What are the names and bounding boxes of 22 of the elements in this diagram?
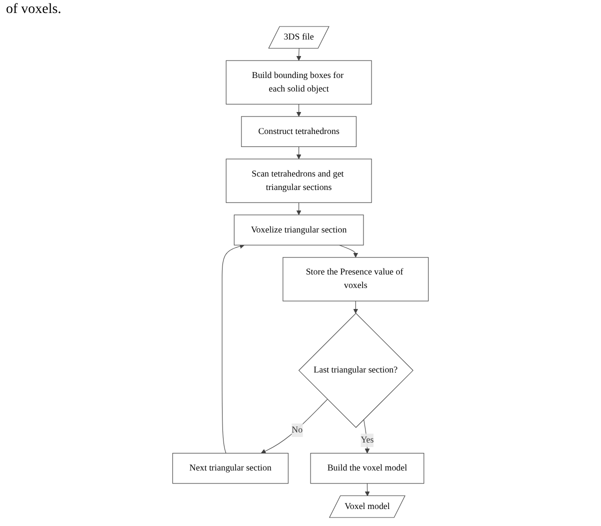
arrow [364,483,370,496]
process-box: Scan tetrahedrons and get triangular sections [226,158,372,203]
edge-label: Yes [360,434,374,448]
process-box: Voxelize triangular section [234,214,364,246]
arrow [296,202,302,216]
arrow [296,48,302,61]
arrow [353,300,358,314]
process-box: Build the voxel model [310,452,424,484]
arrow [296,146,302,160]
arrow [260,399,328,454]
io-parallelogram: 3DS file [268,26,330,49]
note-text: of voxels. [6,2,62,18]
edge-label: No [292,424,303,437]
process-box: Construct tetrahedrons [241,116,356,147]
decision-diamond: Last triangular section? [298,312,414,428]
process-box: Next triangular section [172,452,288,484]
arrow [296,104,302,117]
arrow [222,244,245,454]
process-box: Store the Presence value of voxels [282,257,429,302]
arrow [338,244,358,258]
io-parallelogram: Voxel model [329,495,406,518]
process-box: Build bounding boxes for each solid object [226,60,372,104]
